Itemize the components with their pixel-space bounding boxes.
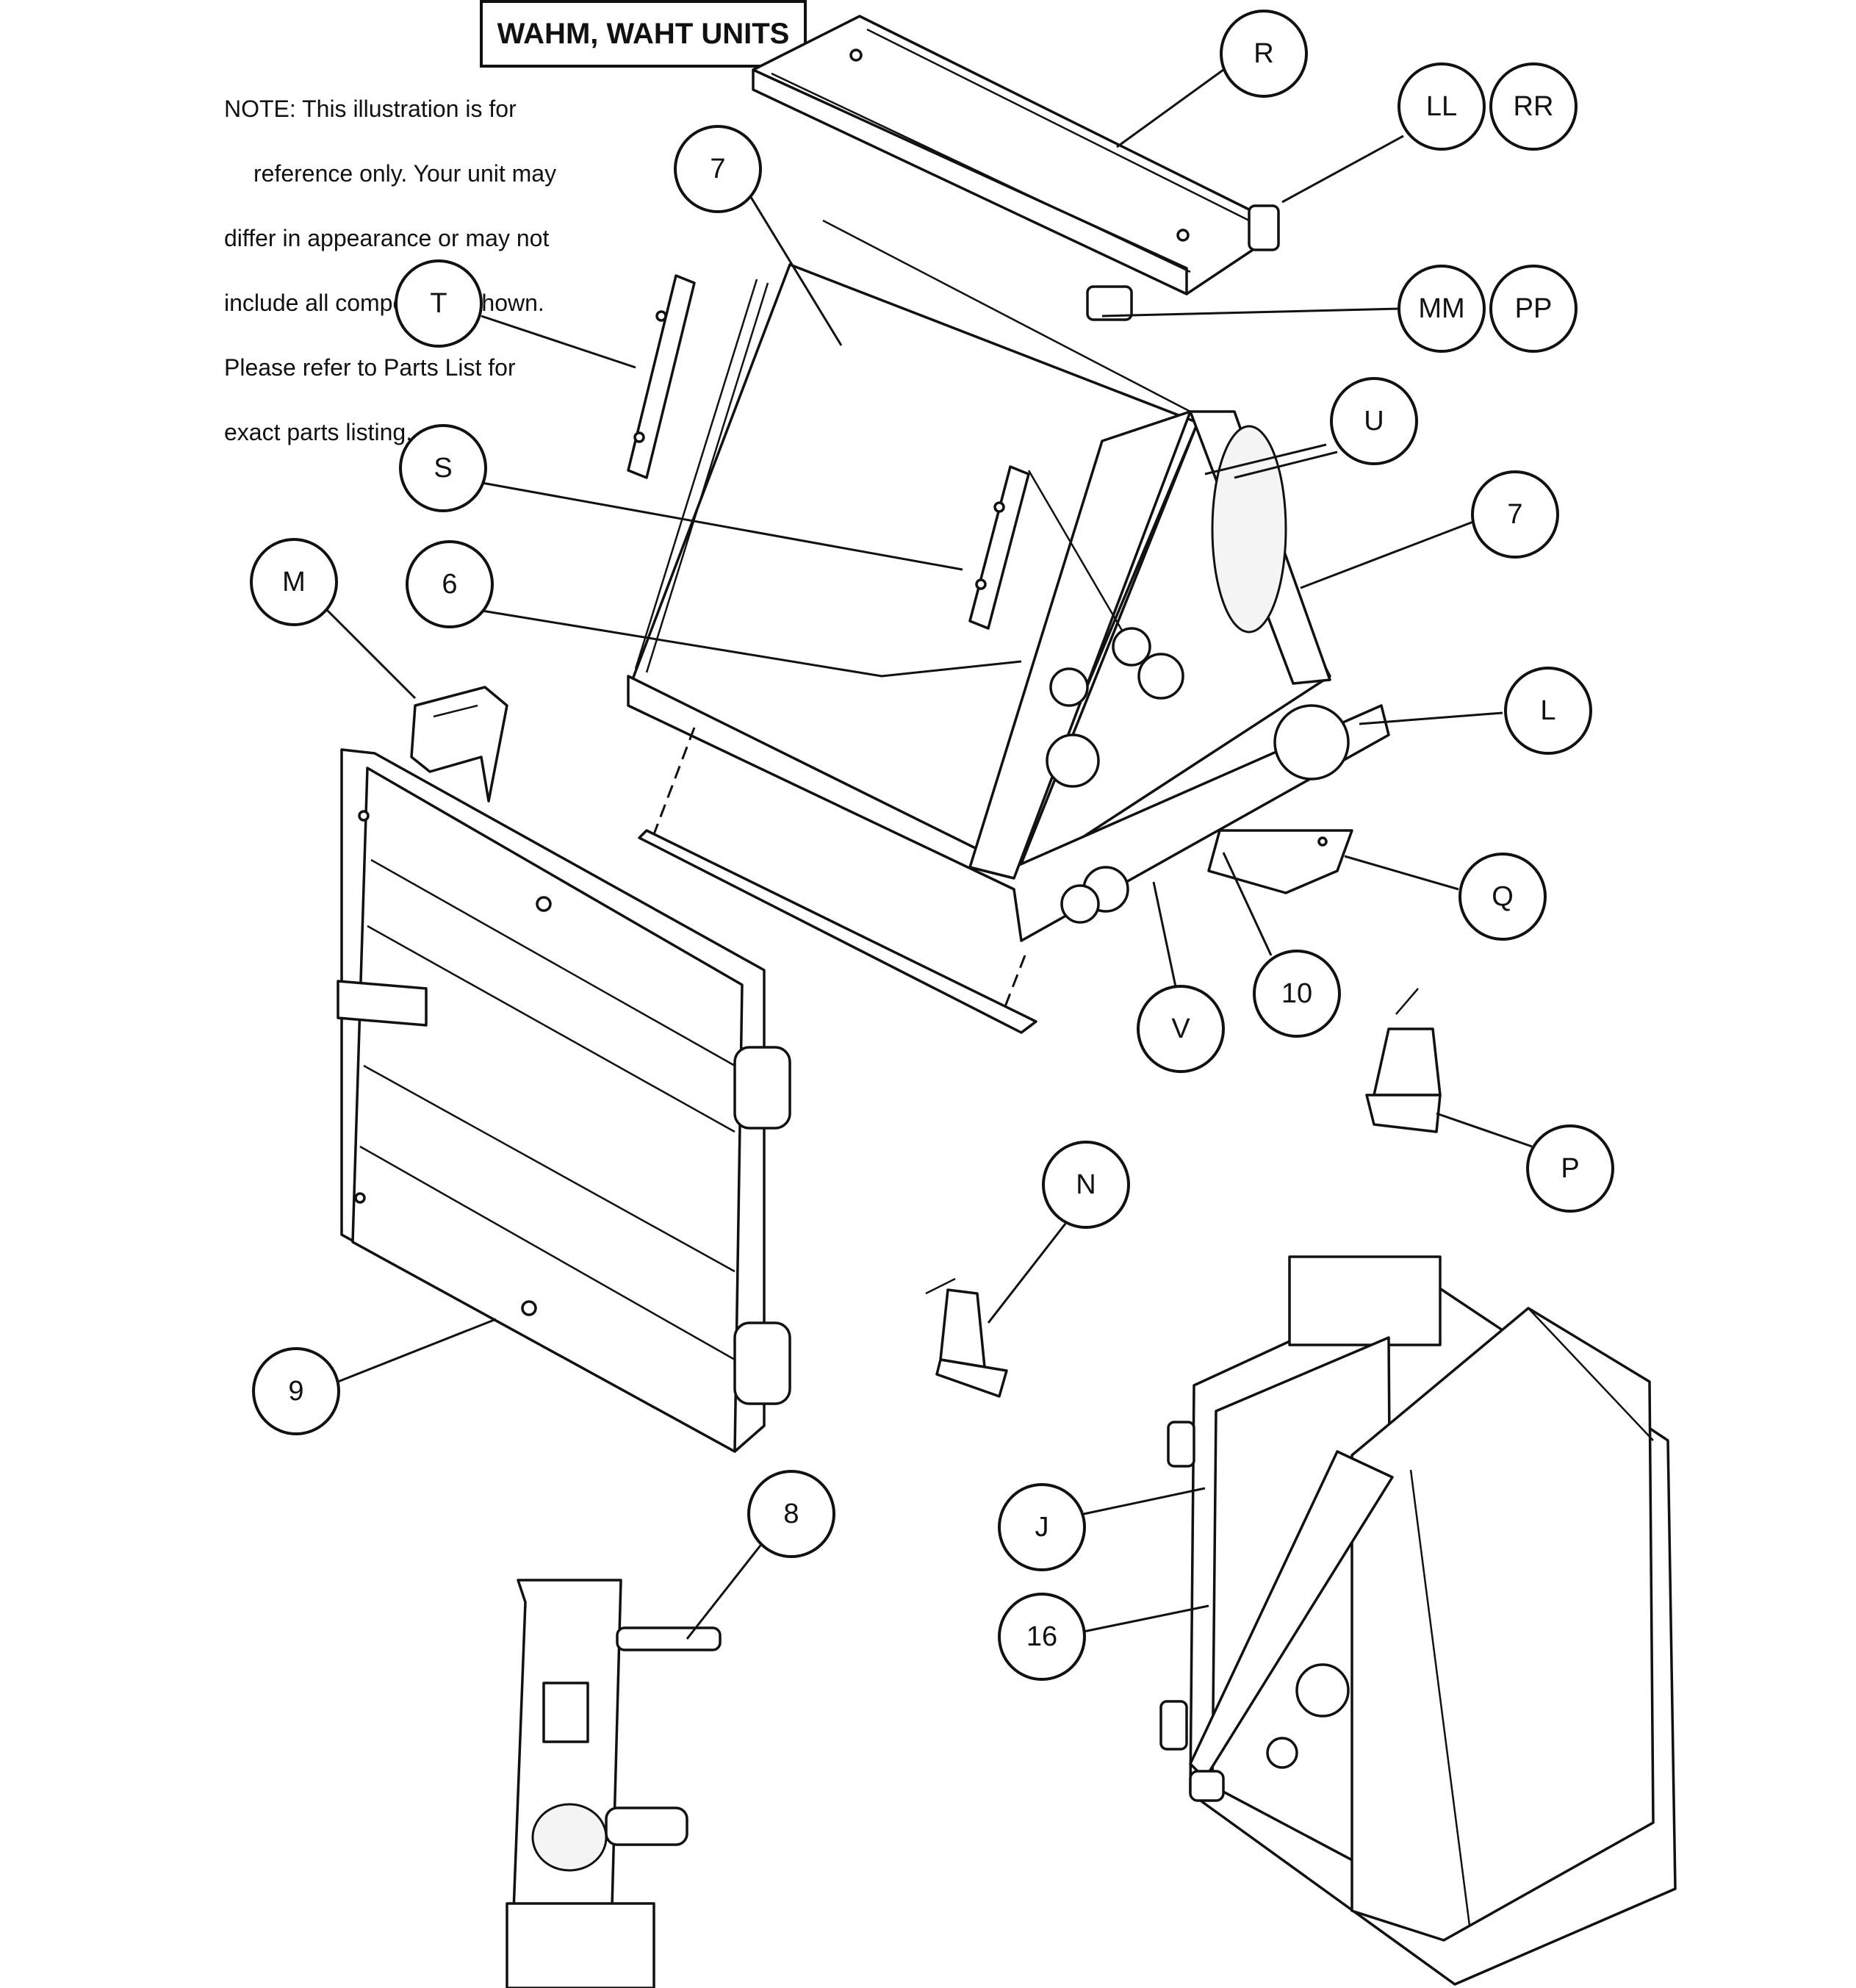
callout-q-label: Q <box>1492 881 1514 912</box>
diagram-title: WAHM, WAHT UNITS <box>480 0 807 68</box>
callout-l-label: L <box>1540 695 1555 726</box>
callout-10-label: 10 <box>1281 978 1312 1009</box>
note-line-3: differ in appearance or may not <box>224 225 550 251</box>
note-line-5: Please refer to Parts List for <box>224 354 516 381</box>
lower-a-coil <box>1159 1255 1677 1986</box>
callout-pp-label: PP <box>1515 293 1553 324</box>
bracket-n <box>925 1277 1008 1398</box>
callout-r-label: R <box>1253 38 1273 69</box>
callout-9-label: 9 <box>288 1376 303 1407</box>
callout-u: U <box>1330 377 1418 465</box>
bracket-p <box>1365 988 1442 1133</box>
callout-l: L <box>1504 667 1592 755</box>
callout-p: P <box>1526 1124 1614 1213</box>
callout-mm: MM <box>1398 265 1486 353</box>
bracket-m <box>410 686 508 803</box>
lower-bracket <box>638 727 1037 1034</box>
line-assembly <box>506 1579 722 1988</box>
callout-pp: PP <box>1489 265 1578 353</box>
callout-8-label: 8 <box>783 1499 799 1529</box>
upper-a-coil <box>627 219 1390 942</box>
side-panel <box>337 748 791 1453</box>
callout-10: 10 <box>1253 950 1341 1038</box>
reference-note: NOTE: This illustration is for reference… <box>224 60 606 481</box>
callout-r: R <box>1220 10 1308 98</box>
callout-7-right-label: 7 <box>1507 499 1522 530</box>
callout-v-label: V <box>1171 1013 1190 1044</box>
callout-16: 16 <box>998 1593 1086 1681</box>
callout-rr: RR <box>1489 62 1578 151</box>
callout-7-right: 7 <box>1471 470 1559 559</box>
callout-q: Q <box>1458 853 1547 941</box>
callout-n-label: N <box>1076 1169 1096 1200</box>
callout-16-label: 16 <box>1026 1621 1057 1652</box>
callout-s: S <box>399 424 487 512</box>
callout-m: M <box>250 538 338 626</box>
callout-9: 9 <box>252 1347 340 1435</box>
callout-n: N <box>1042 1141 1130 1229</box>
callout-ll-label: LL <box>1426 91 1457 122</box>
callout-m-label: M <box>282 567 306 598</box>
callout-t-label: T <box>430 288 447 319</box>
note-line-2: reference only. Your unit may <box>253 160 557 187</box>
callout-j: J <box>998 1483 1086 1571</box>
callout-ll: LL <box>1398 62 1486 151</box>
callout-7-top-label: 7 <box>710 154 725 184</box>
bracket-q <box>1207 829 1353 894</box>
note-line-6: exact parts listing. <box>224 419 413 445</box>
callout-v: V <box>1137 985 1225 1073</box>
leader-lines <box>325 68 1533 1640</box>
top-rail-part <box>752 15 1280 321</box>
callout-s-label: S <box>434 453 452 484</box>
callout-u-label: U <box>1364 406 1384 437</box>
callout-j-label: J <box>1035 1512 1049 1543</box>
callout-p-label: P <box>1561 1153 1579 1184</box>
callout-8: 8 <box>747 1470 835 1558</box>
bracket-s <box>968 465 1030 630</box>
callout-7-top: 7 <box>674 125 762 213</box>
note-line-1: NOTE: This illustration is for <box>224 96 517 122</box>
callout-mm-label: MM <box>1418 293 1464 324</box>
callout-6-label: 6 <box>442 569 457 600</box>
callout-t: T <box>395 259 483 348</box>
callout-6: 6 <box>406 540 494 628</box>
callout-rr-label: RR <box>1514 91 1554 122</box>
bracket-t <box>627 274 696 479</box>
